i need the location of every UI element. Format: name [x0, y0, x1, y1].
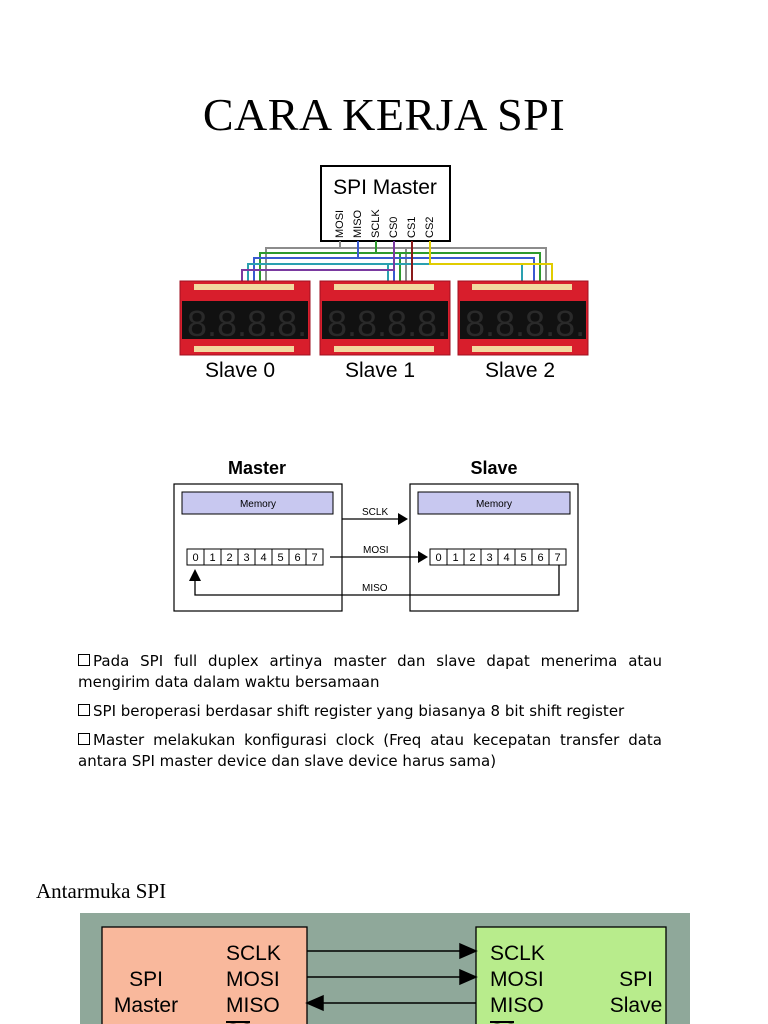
- checkbox-bullet-icon: [78, 654, 90, 666]
- slave-mosi: MOSI: [490, 968, 544, 991]
- page-title: CARA KERJA SPI: [202, 89, 566, 140]
- master-bit-4: 4: [260, 552, 266, 564]
- mosi-label: MOSI: [363, 545, 389, 556]
- svg-text:8.8.8.8.: 8.8.8.8.: [327, 303, 447, 344]
- slave-1-label: Slave 1: [345, 359, 415, 382]
- master-bit-0: 0: [192, 552, 198, 564]
- shift-register-diagram: Master Slave Memory Memory 0 1 2 3 4 5 6…: [173, 458, 579, 612]
- checkbox-bullet-icon: [78, 733, 90, 745]
- master-name-line-2: Master: [114, 994, 178, 1017]
- slave-register: 0 1 2 3 4 5 6 7: [429, 548, 567, 566]
- slave-bit-7: 7: [554, 552, 560, 564]
- slave-bit-6: 6: [537, 552, 543, 564]
- slave-bit-2: 2: [469, 552, 475, 564]
- pin-label-cs0: CS0: [388, 217, 400, 238]
- slave-memory-label: Memory: [476, 499, 512, 510]
- master-bit-3: 3: [243, 552, 249, 564]
- bullet-item: Master melakukan konfigurasi clock (Freq…: [78, 731, 662, 770]
- miso-label: MISO: [362, 583, 388, 594]
- spi-master-slaves-diagram: SPI Master MOSI MISO SCLK CS0 CS1 CS2: [179, 165, 589, 382]
- master-block: [101, 926, 308, 1024]
- svg-text:8.8.8.8.: 8.8.8.8.: [465, 303, 585, 344]
- slave-heading: Slave: [470, 458, 517, 478]
- slave-bit-5: 5: [520, 552, 526, 564]
- slave-sclk: SCLK: [490, 942, 545, 965]
- slave-bit-0: 0: [435, 552, 441, 564]
- master-mosi: MOSI: [226, 968, 280, 991]
- pin-label-cs1: CS1: [406, 217, 418, 238]
- checkbox-bullet-icon: [78, 704, 90, 716]
- slave-name-line-1: SPI: [619, 968, 653, 991]
- pin-label-mosi: MOSI: [334, 210, 346, 238]
- master-bit-2: 2: [226, 552, 232, 564]
- miso-arrow-icon: [305, 994, 324, 1012]
- master-register: 0 1 2 3 4 5 6 7: [186, 548, 324, 566]
- sclk-arrowhead: [398, 513, 408, 525]
- bus-wires: [241, 241, 553, 281]
- miso-arrowhead: [189, 569, 201, 581]
- slave-board-1: 8.8.8.8.: [319, 280, 451, 356]
- pin-label-miso: MISO: [352, 209, 364, 238]
- slave-bit-4: 4: [503, 552, 509, 564]
- spi-interface-diagram: SPI Master SCLK MOSI MISO SS SCLK MOSI M…: [80, 913, 690, 1024]
- master-memory: [181, 491, 334, 515]
- svg-text:8.8.8.8.: 8.8.8.8.: [187, 303, 307, 344]
- slave-miso: MISO: [490, 994, 544, 1017]
- bullet-item: Pada SPI full duplex artinya master dan …: [78, 652, 662, 691]
- sclk-label: SCLK: [362, 507, 388, 518]
- spi-master-label: SPI Master: [333, 176, 437, 199]
- master-memory-label: Memory: [240, 499, 276, 510]
- master-bit-5: 5: [277, 552, 283, 564]
- master-miso: MISO: [226, 994, 280, 1017]
- master-bit-7: 7: [311, 552, 317, 564]
- pin-label-cs2: CS2: [424, 217, 436, 238]
- master-sclk: SCLK: [226, 942, 281, 965]
- mosi-arrowhead: [418, 551, 428, 563]
- master-pin-labels: MOSI MISO SCLK CS0 CS1 CS2: [334, 209, 436, 238]
- pin-label-sclk: SCLK: [370, 209, 382, 238]
- slave-block: [475, 926, 667, 1024]
- master-name-line-1: SPI: [129, 968, 163, 991]
- slave-name-line-2: Slave: [610, 994, 663, 1017]
- spi-master-box: [320, 165, 451, 242]
- master-bit-6: 6: [294, 552, 300, 564]
- slave-2-label: Slave 2: [485, 359, 555, 382]
- slave-0-label: Slave 0: [205, 359, 275, 382]
- slave-board-0: 8.8.8.8.: [179, 280, 311, 356]
- bullet-item: SPI beroperasi berdasar shift register y…: [78, 701, 662, 722]
- slave-bit-1: 1: [452, 552, 458, 564]
- bullet-list: Pada SPI full duplex artinya master dan …: [78, 651, 662, 780]
- section-heading: Antarmuka SPI: [36, 879, 167, 903]
- sclk-arrow-icon: [459, 942, 478, 960]
- master-heading: Master: [228, 458, 286, 478]
- mosi-arrow-icon: [459, 968, 478, 986]
- master-bit-1: 1: [209, 552, 215, 564]
- slave-board-2: 8.8.8.8.: [457, 280, 589, 356]
- slave-bit-3: 3: [486, 552, 492, 564]
- slave-memory: [417, 491, 571, 515]
